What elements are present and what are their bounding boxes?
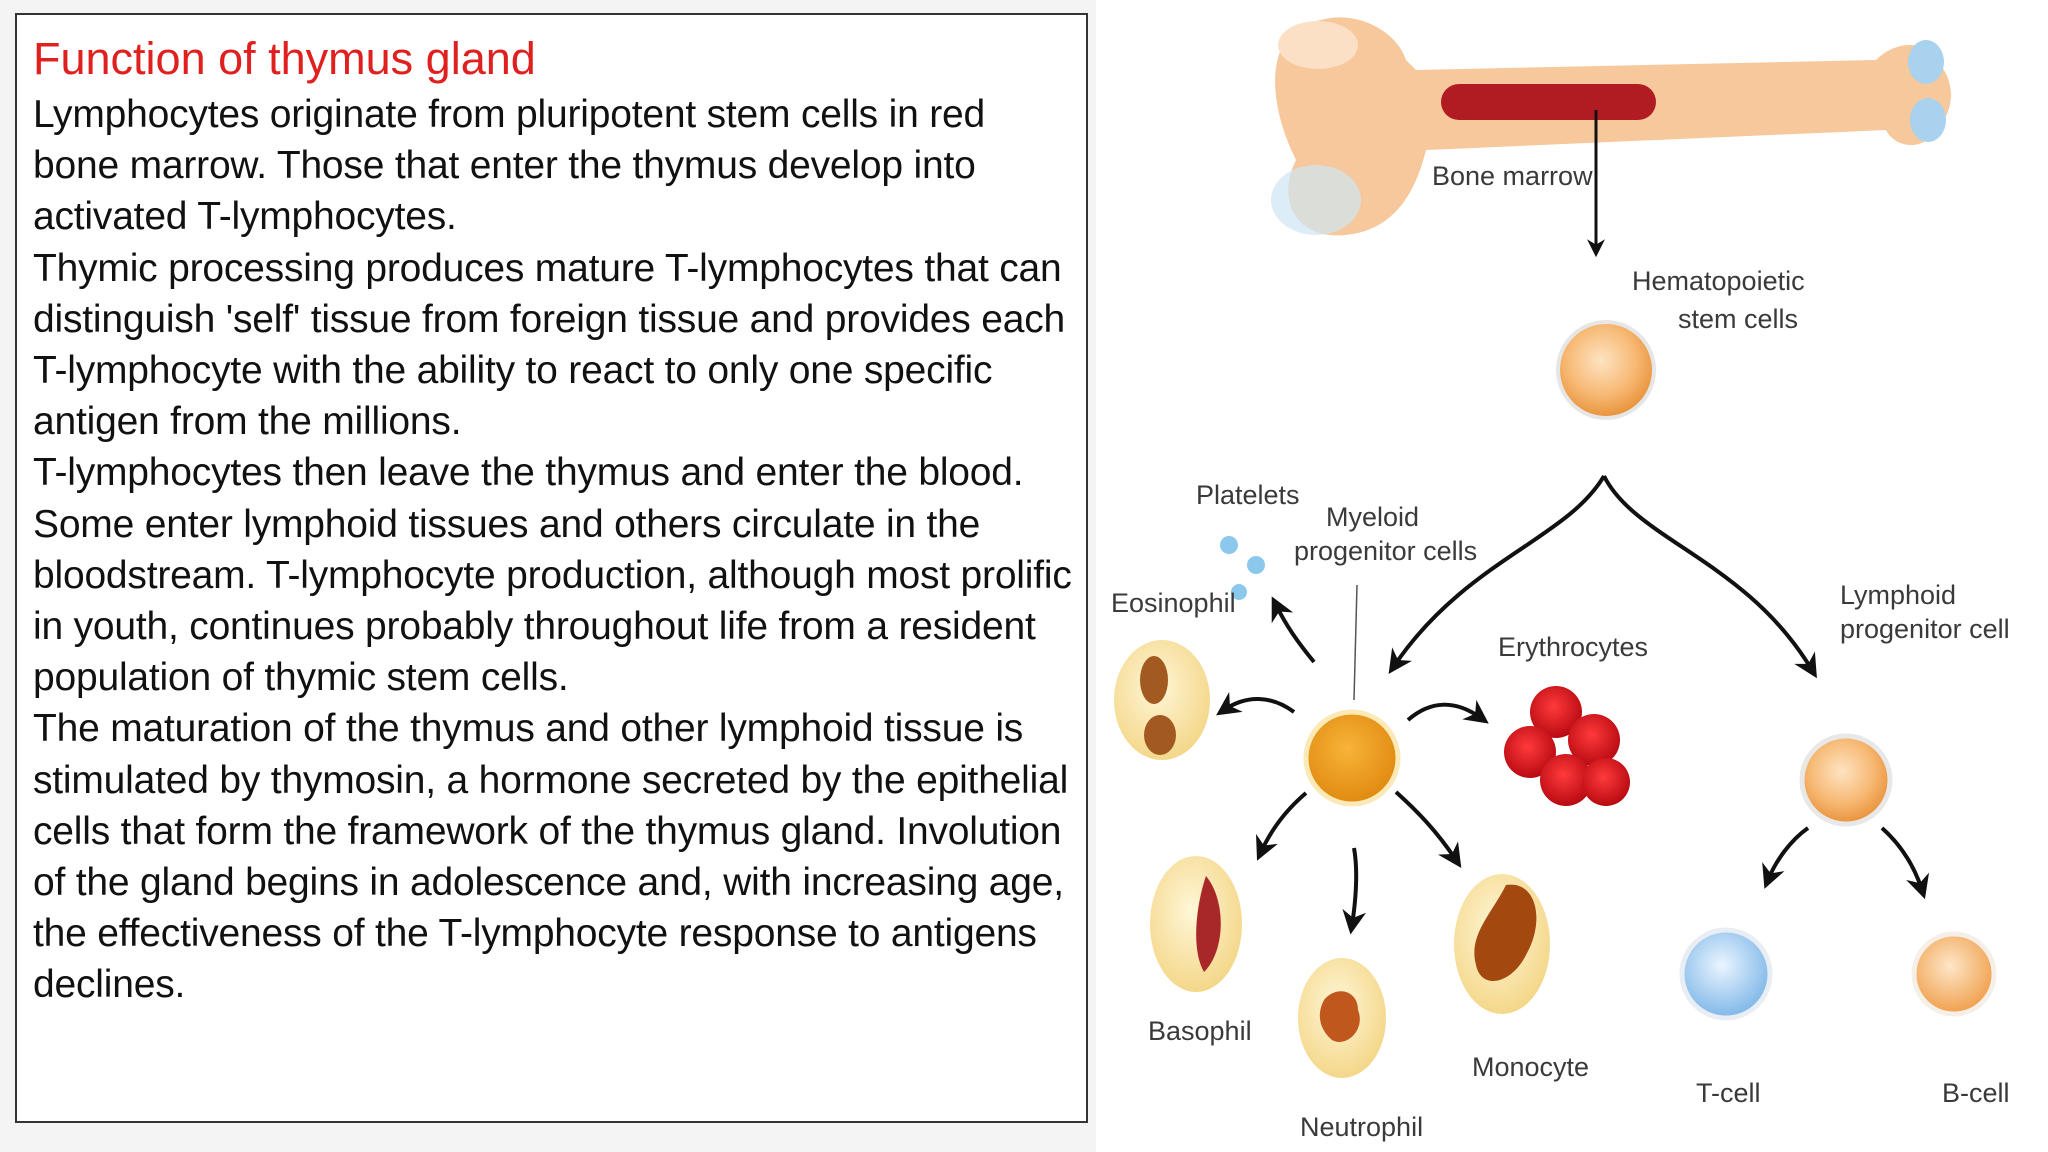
lymphoid-progenitor-cell xyxy=(1799,733,1893,827)
bone-illustration xyxy=(1271,17,1951,236)
text-box: Function of thymus gland Lymphocytes ori… xyxy=(15,13,1088,1123)
label-neutrophil: Neutrophil xyxy=(1300,1112,1423,1142)
label-b-cell: B-cell xyxy=(1942,1078,2010,1108)
arrow-to-neutrophil xyxy=(1342,847,1367,935)
label-hematopoietic-1: Hematopoietic xyxy=(1632,266,1805,296)
t-cell xyxy=(1679,927,1773,1021)
label-lymphoid-2: progenitor cell xyxy=(1840,614,2010,644)
arrow-to-t-cell xyxy=(1762,826,1810,889)
label-lymphoid-1: Lymphoid xyxy=(1840,580,1956,610)
paragraph-lymphocyte-origin: Lymphocytes originate from pluripotent s… xyxy=(33,93,985,239)
arrow-to-basophil xyxy=(1256,791,1308,861)
arrow-to-monocyte xyxy=(1394,790,1462,868)
label-myeloid-1: Myeloid xyxy=(1326,502,1419,532)
label-erythrocytes: Erythrocytes xyxy=(1498,632,1648,662)
platelets-illustration xyxy=(1220,536,1265,600)
hematopoiesis-diagram: Bone marrow Hematopoietic stem cells Mye… xyxy=(1096,0,2048,1152)
myeloid-progenitor-cell xyxy=(1303,709,1401,807)
erythrocytes-cluster xyxy=(1504,686,1630,806)
label-monocyte: Monocyte xyxy=(1472,1052,1589,1082)
marrow-band xyxy=(1441,84,1656,120)
myeloid-pointer-line xyxy=(1353,584,1358,701)
diagram-svg: Bone marrow Hematopoietic stem cells Mye… xyxy=(1111,17,2010,1142)
label-platelets: Platelets xyxy=(1196,480,1300,510)
label-basophil: Basophil xyxy=(1148,1016,1252,1046)
arrow-to-platelets xyxy=(1271,596,1316,664)
eosinophil-cell xyxy=(1114,640,1210,760)
label-t-cell: T-cell xyxy=(1696,1078,1761,1108)
paragraph-thymic-processing: Thymic processing produces mature T-lymp… xyxy=(33,246,1066,444)
label-myeloid-2: progenitor cells xyxy=(1294,536,1477,566)
arrow-to-eosinophil xyxy=(1216,691,1296,716)
arrow-to-lymphoid xyxy=(1602,475,1817,679)
label-hematopoietic-2: stem cells xyxy=(1678,304,1798,334)
paragraph-t-lymphocyte-circulation: T-lymphocytes then leave the thymus and … xyxy=(33,451,1072,700)
label-bone-marrow: Bone marrow xyxy=(1432,161,1593,191)
slide-title: Function of thymus gland xyxy=(33,33,536,84)
label-eosinophil: Eosinophil xyxy=(1111,588,1236,618)
arrow-to-erythrocytes xyxy=(1406,699,1489,724)
arrow-to-b-cell xyxy=(1880,826,1930,900)
basophil-cell xyxy=(1150,856,1242,992)
paragraph-thymosin-maturation: The maturation of the thymus and other l… xyxy=(33,707,1069,1007)
b-cell xyxy=(1911,931,1997,1017)
arrow-to-myeloid xyxy=(1388,474,1606,674)
hematopoietic-stem-cell xyxy=(1556,320,1656,420)
